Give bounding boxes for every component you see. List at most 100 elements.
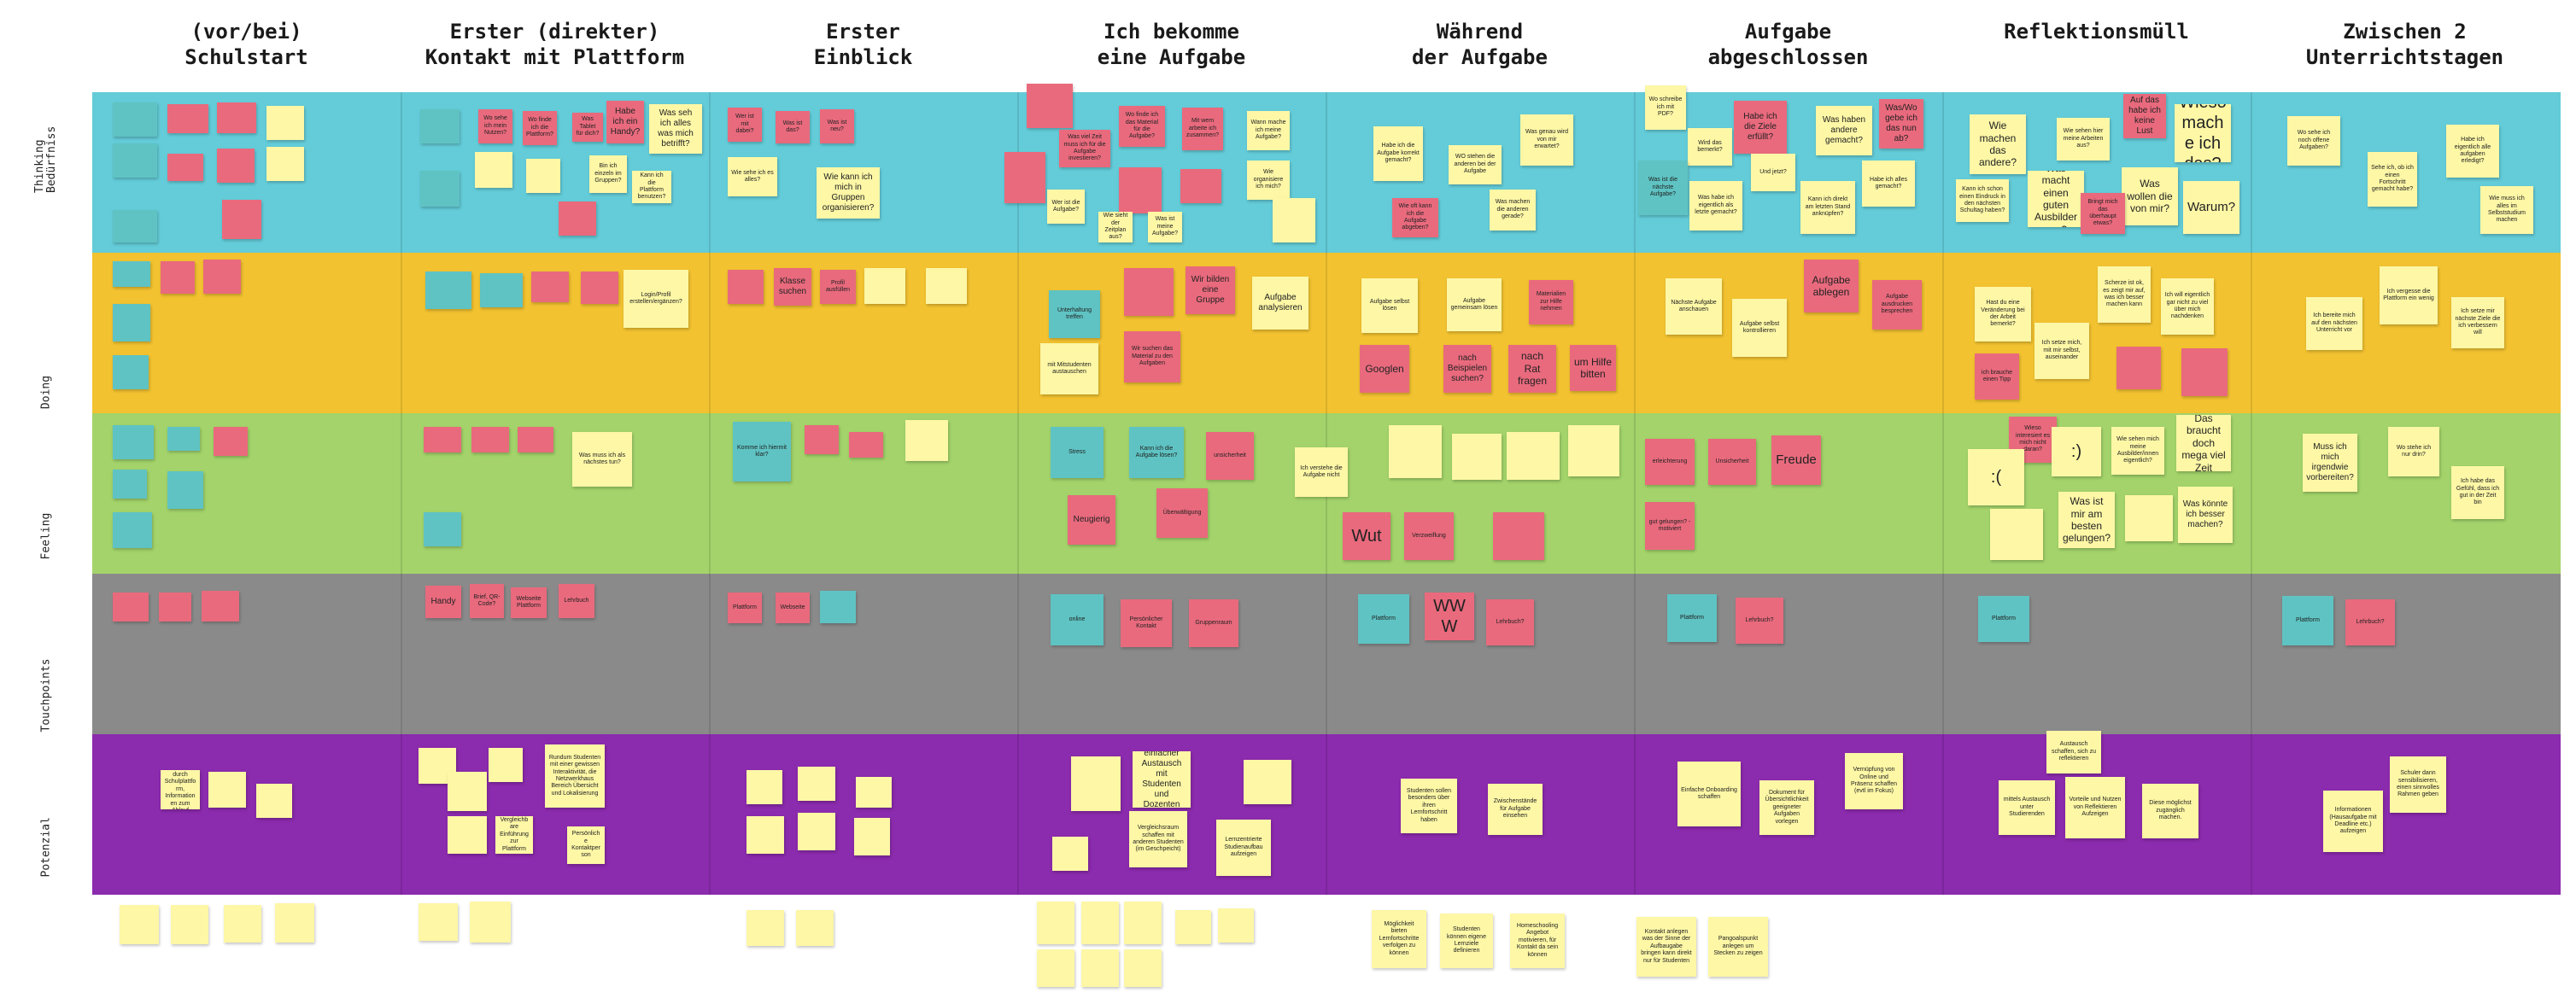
sticky-note[interactable] (1124, 949, 1162, 987)
sticky-note[interactable]: Wird das bemerkt? (1688, 128, 1732, 166)
sticky-note[interactable] (728, 270, 764, 304)
sticky-note[interactable]: Wie sehen hier meine Arbeiten aus? (2057, 118, 2110, 161)
sticky-note[interactable] (217, 149, 255, 183)
sticky-note[interactable]: Ich bereite mich auf den nächsten Unterr… (2306, 297, 2362, 350)
sticky-note[interactable] (1052, 837, 1088, 871)
sticky-note[interactable]: Dokument für Übersichtlichkeit geeignete… (1759, 780, 1814, 835)
sticky-note[interactable] (167, 471, 203, 509)
sticky-note[interactable]: Wo finde ich das Material für die Aufgab… (1119, 106, 1165, 147)
sticky-note[interactable]: Plattform (2282, 596, 2333, 645)
sticky-note[interactable]: Komme ich hiermit klar? (733, 422, 791, 482)
sticky-note[interactable] (214, 427, 248, 456)
sticky-note[interactable]: um Hilfe bitten (1570, 345, 1616, 391)
sticky-note[interactable]: Plattform (728, 592, 762, 623)
sticky-note[interactable]: Wieso mache ich das? (2175, 104, 2231, 162)
sticky-note[interactable] (424, 512, 461, 546)
sticky-note[interactable] (1568, 425, 1619, 476)
sticky-note[interactable]: einfacher Austausch mit Studenten und Do… (1133, 751, 1191, 808)
sticky-note[interactable]: Wie sieht der Zeitplan aus? (1098, 212, 1133, 242)
sticky-note[interactable]: Pangoalspunkt anlegen um Stecken zu zeig… (1708, 917, 1768, 977)
sticky-note[interactable]: Was ist die nächste Aufgabe? (1638, 161, 1688, 215)
sticky-note[interactable]: Habe ich die Ziele erfüllt? (1734, 101, 1787, 154)
sticky-note[interactable] (475, 152, 512, 188)
sticky-note[interactable] (448, 772, 487, 811)
sticky-note[interactable]: Warum? (2183, 181, 2239, 234)
sticky-note[interactable] (2181, 348, 2228, 396)
sticky-note[interactable] (167, 427, 200, 451)
sticky-note[interactable] (425, 271, 471, 309)
sticky-note[interactable]: Muss ich mich irgendwie vorbereiten? (2303, 434, 2357, 492)
sticky-note[interactable] (113, 210, 157, 242)
sticky-note[interactable]: Wer ist mit dabei? (728, 108, 762, 142)
sticky-note[interactable] (1071, 756, 1121, 811)
sticky-note[interactable]: Zwischenstände für Aufgabe einsehen (1488, 784, 1543, 835)
sticky-note[interactable]: Ich vergesse die Plattform ein wenig (2380, 266, 2438, 324)
sticky-note[interactable] (1218, 908, 1254, 943)
sticky-note[interactable] (266, 106, 304, 140)
sticky-note[interactable]: Was seh ich alles was mich betrifft? (649, 104, 702, 154)
sticky-note[interactable] (796, 910, 834, 946)
sticky-note[interactable] (424, 427, 461, 452)
sticky-note[interactable] (167, 104, 208, 133)
sticky-note[interactable]: Was ist mir am besten gelungen? (2058, 492, 2115, 548)
sticky-note[interactable]: Wo sehe ich noch offene Aufgaben? (2287, 116, 2340, 166)
sticky-note[interactable]: Handy (425, 586, 461, 618)
sticky-note[interactable] (1990, 509, 2043, 560)
sticky-note[interactable]: Was könnte ich besser machen? (2178, 487, 2233, 543)
sticky-note[interactable] (854, 818, 890, 855)
sticky-note[interactable] (420, 109, 460, 143)
sticky-note[interactable]: Wer ist die Aufgabe? (1047, 190, 1085, 224)
sticky-note[interactable] (798, 767, 835, 801)
sticky-note[interactable] (849, 432, 883, 458)
sticky-note[interactable] (113, 592, 149, 622)
sticky-note[interactable]: Wo sehe ich mein Nutzen? (478, 109, 512, 143)
sticky-note[interactable]: Kann ich direkt am letzten Stand anknüpf… (1800, 181, 1855, 234)
sticky-note[interactable]: Login/Profil erstellen/ergänzen? (624, 270, 688, 328)
sticky-note[interactable]: Studenten können eigene Lernziele defini… (1440, 914, 1493, 968)
sticky-note[interactable] (1175, 910, 1211, 944)
sticky-note[interactable]: erleichterung (1645, 439, 1695, 485)
sticky-note[interactable]: Wie kann ich mich in Gruppen organisiere… (817, 167, 880, 219)
sticky-note[interactable]: Einfache Onboarding schaffen (1677, 762, 1741, 826)
sticky-note[interactable]: Wie machen das andere? (1970, 114, 2026, 174)
sticky-note[interactable]: Wie sehen mich meine Ausbilder/innen eig… (2111, 427, 2164, 475)
sticky-note[interactable]: Habe ich alles gemacht? (1862, 161, 1915, 207)
sticky-note[interactable] (1119, 167, 1162, 213)
sticky-note[interactable]: Aufgabe ablegen (1804, 260, 1859, 312)
sticky-note[interactable] (489, 748, 523, 782)
sticky-note[interactable] (2125, 495, 2173, 541)
sticky-note[interactable]: Was ist neu? (820, 109, 854, 143)
sticky-note[interactable] (1081, 902, 1119, 944)
sticky-note[interactable]: Wie organisiere ich mich? (1247, 161, 1290, 200)
sticky-note[interactable]: Was viel Zeit muss ich für die Aufgabe i… (1059, 130, 1110, 167)
sticky-note[interactable]: Auf das habe ich keine Lust (2123, 94, 2166, 138)
sticky-note[interactable]: Informationen (Hausaufgabe mit Deadline … (2323, 791, 2383, 852)
sticky-note[interactable]: :( (1968, 449, 2024, 505)
sticky-note[interactable] (746, 910, 784, 946)
sticky-note[interactable]: Freude (1771, 435, 1821, 485)
sticky-note[interactable]: Vergleichbare Einführung zur Plattform (495, 816, 533, 854)
sticky-note[interactable]: Persönlicher Kontakt (1121, 599, 1172, 647)
sticky-note[interactable]: Klasse suchen (774, 268, 811, 306)
sticky-note[interactable]: Plattform (1978, 596, 2029, 642)
sticky-note[interactable]: Diese möglichst zugänglich machen. (2142, 784, 2198, 838)
sticky-note[interactable] (926, 268, 967, 304)
sticky-note[interactable] (113, 304, 150, 341)
sticky-note[interactable] (559, 201, 596, 236)
sticky-note[interactable] (113, 355, 149, 389)
sticky-note[interactable]: Was wollen die von mir? (2122, 167, 2178, 225)
sticky-note[interactable] (113, 425, 154, 459)
sticky-note[interactable]: Ich setze mich, mit mir selbst, auseinan… (2034, 323, 2089, 379)
sticky-note[interactable]: Materialien zur Hilfe nehmen (1529, 280, 1573, 324)
sticky-note[interactable]: Plattform (1667, 594, 1717, 642)
sticky-note[interactable]: Das braucht doch mega viel Zeit (2176, 415, 2231, 471)
sticky-note[interactable]: nach Rat fragen (1508, 345, 1556, 393)
sticky-note[interactable]: Kann ich die Plattform benutzen? (632, 171, 671, 203)
sticky-note[interactable] (419, 903, 458, 941)
sticky-note[interactable]: Kann ich schon einen Eindruck in den näc… (1956, 179, 2009, 222)
sticky-note[interactable]: Austausch schaffen, sich zu reflektieren (2046, 731, 2101, 773)
sticky-note[interactable] (1389, 425, 1442, 478)
sticky-note[interactable]: Was macht einen guten Ausbilder aus? (2028, 171, 2084, 227)
sticky-note[interactable]: Was muss ich als nächstes tun? (572, 432, 632, 487)
sticky-note[interactable]: Homeschooling Angebot motivieren, für Ko… (1510, 914, 1565, 968)
